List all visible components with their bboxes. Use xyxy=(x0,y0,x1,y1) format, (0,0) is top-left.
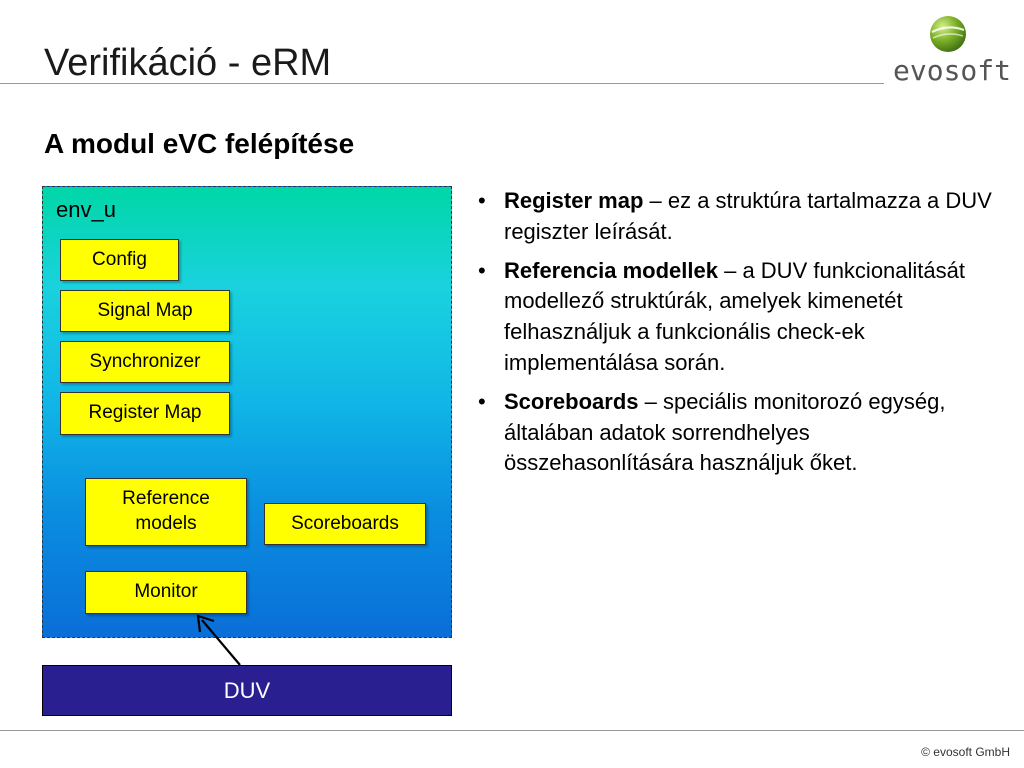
bullet-term: Register map xyxy=(504,188,644,213)
signal-map-block: Signal Map xyxy=(60,290,230,332)
bullet-text: – a DUV funkcionalitását modellező struk… xyxy=(504,257,966,375)
copyright-notice: © evosoft GmbH xyxy=(921,745,1010,759)
synchronizer-block: Synchronizer xyxy=(60,341,230,383)
slide-title: Verifikáció - eRM xyxy=(44,42,332,84)
env-label: env_u xyxy=(56,197,116,222)
section-heading: A modul eVC felépítése xyxy=(44,128,355,159)
evosoft-logo: evosoft xyxy=(893,14,1012,90)
monitor-block: Monitor xyxy=(85,571,247,614)
logo-sphere-icon xyxy=(930,16,966,52)
bullet-icon: • xyxy=(478,188,486,213)
title-divider xyxy=(0,83,884,84)
bullet-term: Scoreboards xyxy=(504,388,639,414)
scoreboards-block: Scoreboards xyxy=(264,503,426,545)
bullet-text: – ez a struktúra tartalmazza a DUV regis… xyxy=(504,188,992,244)
bullet-icon: • xyxy=(478,257,486,283)
bullet-term: Referencia modellek xyxy=(504,257,718,283)
logo-wordmark: evosoft xyxy=(893,54,1012,87)
bullet-reference-models: • Referencia modellek – a DUV funkcionali… xyxy=(478,256,998,379)
bullet-text: – speciális monitorozó egység, általában… xyxy=(504,388,946,476)
register-map-block: Register Map xyxy=(60,392,230,435)
bullet-scoreboards: • Scoreboards – speciális monitorozó egys… xyxy=(478,387,998,479)
footer-divider xyxy=(0,730,1024,731)
bullet-register-map: • Register map – ez a struktúra tartalmaz… xyxy=(478,186,998,248)
duv-block: DUV xyxy=(42,665,452,716)
bullet-icon: • xyxy=(478,388,486,414)
description-list: • Register map – ez a struktúra tartalmaz… xyxy=(478,186,998,487)
reference-models-block: Reference models xyxy=(85,478,247,546)
config-block: Config xyxy=(60,239,179,281)
